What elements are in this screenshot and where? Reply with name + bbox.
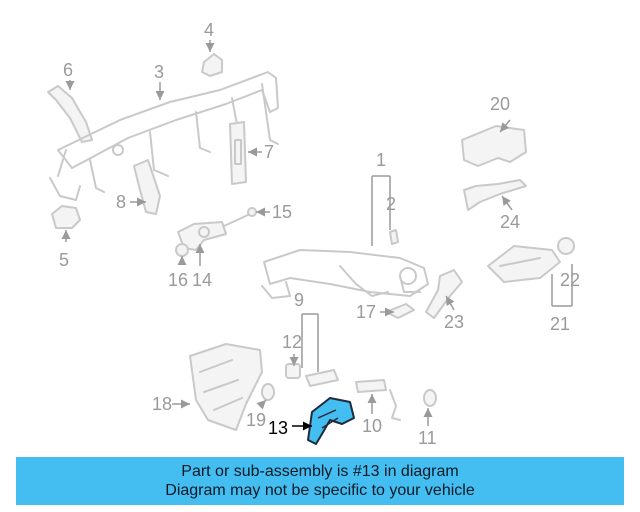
part-17-clip[interactable]: [385, 303, 415, 319]
part-6-bracket[interactable]: [47, 85, 93, 143]
callout-1: 1: [376, 150, 386, 170]
callout-labels: 6 3 4 5 7 8 1 2 15 16 14 9 17 12 18 19 1…: [59, 20, 580, 448]
part-11-washer[interactable]: [423, 389, 437, 407]
part-19-ring[interactable]: [261, 383, 275, 401]
callout-9: 9: [294, 290, 304, 310]
callout-23: 23: [444, 312, 464, 332]
part-15-bolt[interactable]: [223, 207, 257, 227]
part-12-bushing[interactable]: [285, 363, 301, 379]
callout-16: 16: [168, 270, 188, 290]
callout-10: 10: [362, 416, 382, 436]
part-7-plate[interactable]: [229, 121, 247, 185]
part-13-highlighted[interactable]: [307, 397, 355, 445]
callout-3: 3: [154, 62, 164, 82]
callout-5: 5: [59, 250, 69, 270]
callout-18: 18: [152, 394, 172, 414]
callout-14: 14: [192, 270, 212, 290]
part-23-lever[interactable]: [425, 269, 463, 319]
callout-13: 13: [268, 418, 288, 438]
part-1-steering-column[interactable]: [261, 249, 429, 299]
callout-21: 21: [550, 314, 570, 334]
callout-15: 15: [272, 202, 292, 222]
banner-line-1: Part or sub-assembly is #13 in diagram: [181, 463, 459, 480]
part-20-cover[interactable]: [461, 125, 527, 167]
part-9-lock-cylinder[interactable]: [305, 369, 339, 387]
callout-7: 7: [264, 142, 274, 162]
part-8-brace[interactable]: [133, 159, 161, 215]
callout-11: 11: [418, 428, 437, 448]
part-10-cylinder-key[interactable]: [355, 379, 401, 421]
callout-17: 17: [356, 302, 376, 322]
callout-4: 4: [204, 20, 214, 40]
callout-8: 8: [116, 192, 126, 212]
callout-12: 12: [282, 332, 302, 352]
part-18-shroud[interactable]: [189, 343, 263, 431]
part-5-nut[interactable]: [51, 205, 81, 229]
part-22-ring[interactable]: [557, 237, 575, 255]
part-4-clip[interactable]: [201, 53, 223, 77]
part-2-bolt[interactable]: [389, 229, 399, 245]
part-3-cross-beam[interactable]: [49, 71, 279, 201]
callout-6: 6: [63, 60, 73, 80]
parts-diagram: 6 3 4 5 7 8 1 2 15 16 14 9 17 12 18 19 1…: [47, 20, 580, 448]
callout-20: 20: [490, 94, 510, 114]
part-21-lower-cover[interactable]: [487, 245, 561, 283]
callout-19: 19: [246, 410, 266, 430]
info-banner: Part or sub-assembly is #13 in diagram D…: [16, 457, 624, 505]
leader-lines: [61, 40, 573, 431]
callout-22: 22: [560, 270, 580, 290]
banner-line-2: Diagram may not be specific to your vehi…: [165, 482, 475, 499]
callout-24: 24: [500, 212, 520, 232]
part-16-nut[interactable]: [175, 243, 189, 257]
part-24-switch[interactable]: [463, 179, 527, 211]
callout-2: 2: [386, 194, 396, 214]
